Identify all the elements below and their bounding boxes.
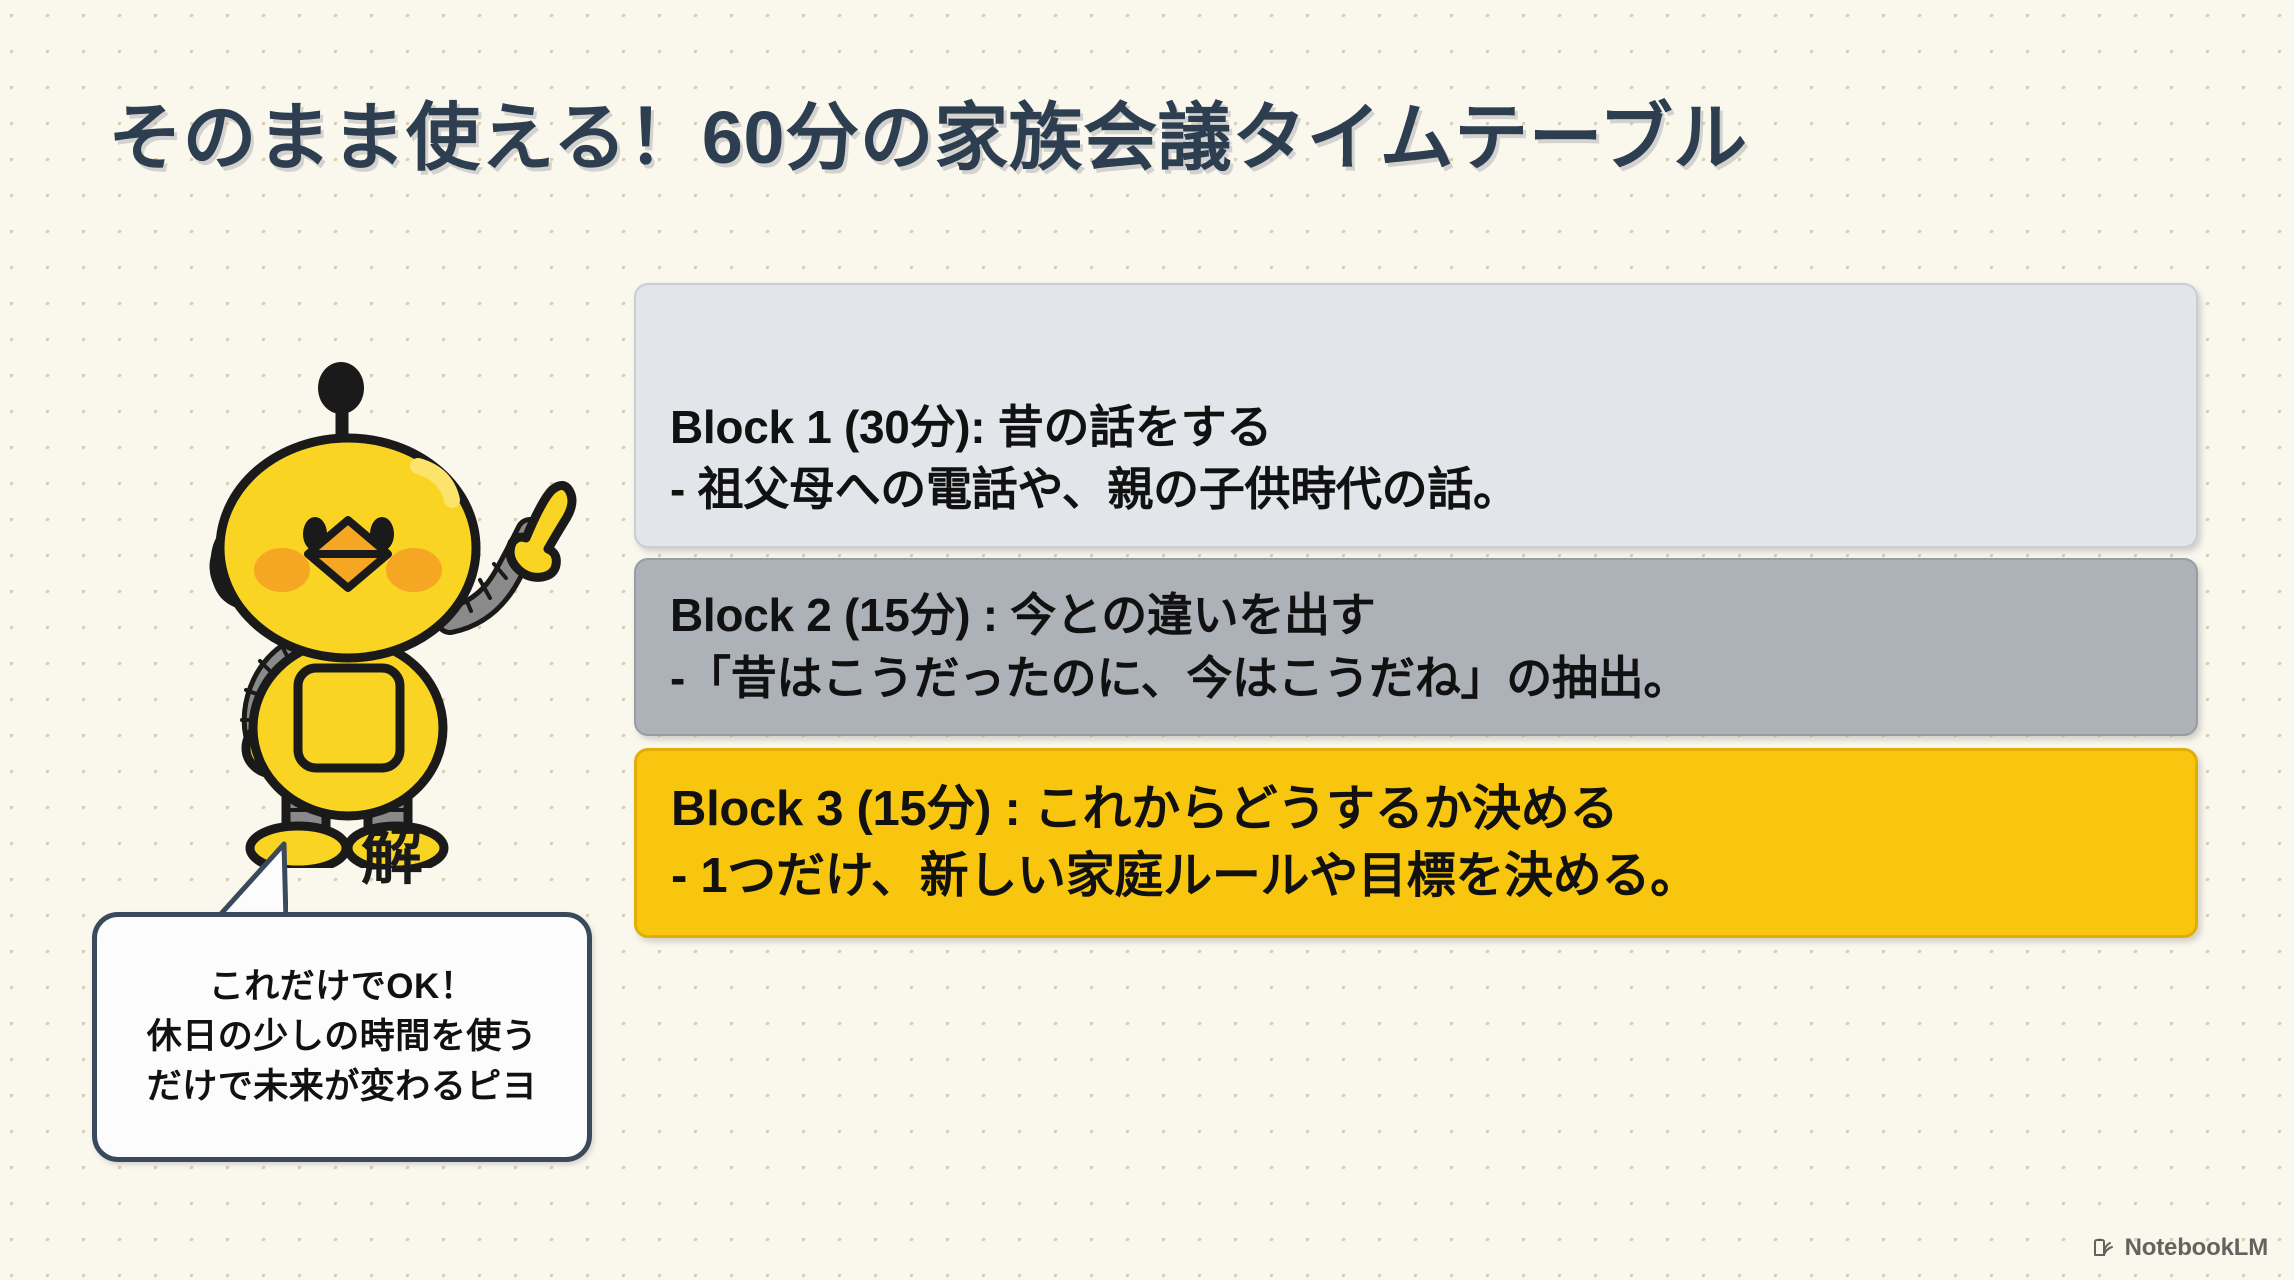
speech-bubble-line-2: 休日の少しの時間を使う (146, 1017, 538, 1057)
block-1-detail: - 祖父母への電話や、親の子供時代の話。 (670, 463, 1519, 516)
notebooklm-spiral-icon (2092, 1236, 2116, 1260)
timetable-blocks: Block 1 (30分): 昔の話をする - 祖父母への電話や、親の子供時代の… (634, 283, 2198, 938)
block-3-detail: - 1つだけ、新しい家庭ルールや目標を決める。 (671, 849, 1699, 903)
timetable-block-2: Block 2 (15分) : 今との違いを出す -「昔はこうだったのに、今はこ… (634, 558, 2198, 736)
block-2-heading: Block 2 (15分) : 今との違いを出す (670, 589, 1376, 642)
timetable-block-3: Block 3 (15分) : これからどうするか決める - 1つだけ、新しい家… (634, 748, 2198, 938)
timetable-block-1: Block 1 (30分): 昔の話をする - 祖父母への電話や、親の子供時代の… (634, 283, 2198, 548)
block-2-detail: -「昔はこうだったのに、今はこうだね」の抽出。 (670, 652, 1690, 704)
speech-bubble-line-1: これだけでOK！ (208, 967, 476, 1007)
block-1-heading: Block 1 (30分): 昔の話をする (670, 400, 1273, 453)
speech-bubble-line-3: だけで未来が変わるピヨ (146, 1066, 538, 1106)
page-title: そのまま使える！60分の家族会議タイムテーブル (108, 96, 1748, 179)
notebooklm-label: NotebookLM (2124, 1234, 2269, 1261)
block-3-heading: Block 3 (15分) : これからどうするか決める (671, 782, 1619, 837)
notebooklm-watermark: NotebookLM (2092, 1234, 2268, 1262)
robot-chick-mascot: 解 (182, 348, 602, 893)
speech-bubble: これだけでOK！ 休日の少しの時間を使う だけで未来が変わるピヨ (92, 912, 592, 1162)
